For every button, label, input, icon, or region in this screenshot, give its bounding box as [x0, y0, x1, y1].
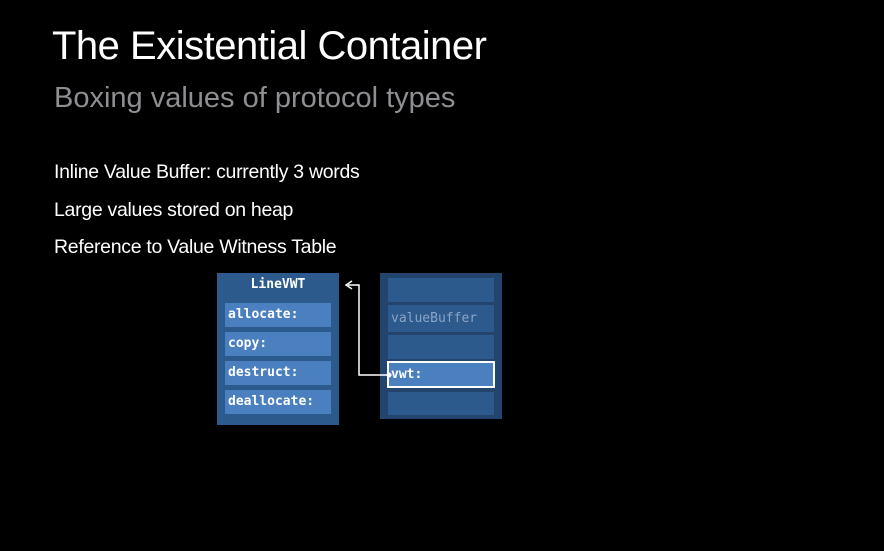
- container-empty-slot: [388, 392, 494, 415]
- value-buffer-word-1: [388, 278, 494, 302]
- value-buffer-word-3: [388, 335, 494, 359]
- vwt-table-header: LineVWT: [250, 277, 306, 292]
- value-buffer-label: valueBuffer: [391, 311, 478, 326]
- slide-subtitle: Boxing values of protocol types: [54, 82, 456, 114]
- arrow-head: [344, 280, 353, 290]
- value-buffer-word-2: valueBuffer: [388, 305, 494, 332]
- vwt-pointer-cell: vwt:: [387, 361, 495, 388]
- bullet-value-witness-table: Reference to Value Witness Table: [54, 236, 337, 258]
- bullet-large-values-heap: Large values stored on heap: [54, 199, 294, 221]
- slide-title: The Existential Container: [52, 24, 487, 68]
- vwt-row-destruct: destruct:: [225, 361, 331, 385]
- vwt-row-deallocate: deallocate:: [225, 390, 331, 414]
- vwt-row-copy: copy:: [225, 332, 331, 356]
- value-witness-table: LineVWT allocate: copy: destruct: deallo…: [217, 273, 339, 425]
- vwt-row-allocate: allocate:: [225, 303, 331, 327]
- existential-container: valueBuffer: [380, 273, 502, 419]
- bullet-inline-value-buffer: Inline Value Buffer: currently 3 words: [54, 161, 360, 183]
